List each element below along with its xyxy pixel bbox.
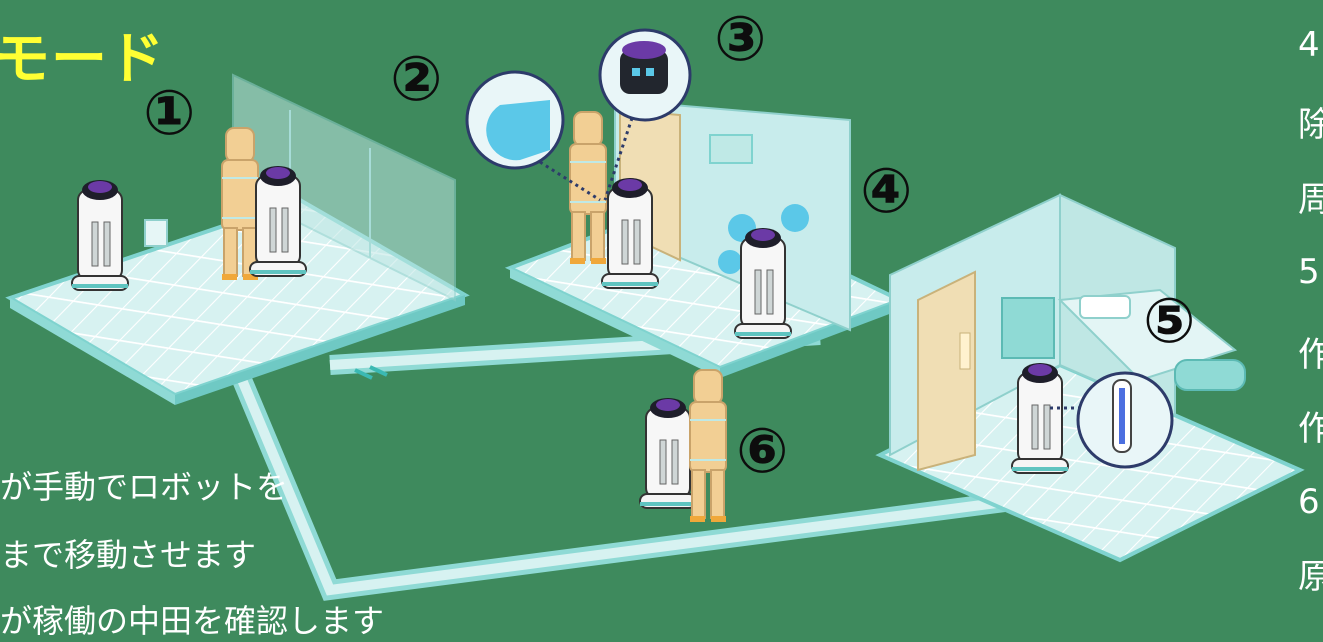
return-scene <box>640 370 726 522</box>
step-3-marker: ③ <box>714 8 767 70</box>
right-text-1: 4 <box>1298 28 1320 62</box>
step-2-marker: ② <box>390 48 443 110</box>
disinfection-workflow-illustration <box>0 0 1323 606</box>
description-line-1: が手動でロボットを <box>0 462 288 508</box>
mode-title: モード <box>0 14 165 95</box>
right-text-3: 周 <box>1298 183 1323 217</box>
description-line-3: が稼働の中田を確認します <box>0 596 384 642</box>
right-text-4: 5 <box>1298 255 1320 289</box>
step-5-marker: ⑤ <box>1143 290 1196 352</box>
step-4-marker: ④ <box>860 160 913 222</box>
right-text-7: 6 <box>1298 485 1320 519</box>
right-text-2: 除 <box>1298 108 1323 142</box>
right-text-8: 原 <box>1298 560 1323 594</box>
right-text-5: 作 <box>1298 338 1323 372</box>
step-1-marker: ① <box>143 82 196 144</box>
step-6-marker: ⑥ <box>736 420 789 482</box>
right-text-6: 作 <box>1298 412 1323 446</box>
room-2 <box>467 30 900 378</box>
description-line-2: まで移動させます <box>0 530 256 576</box>
